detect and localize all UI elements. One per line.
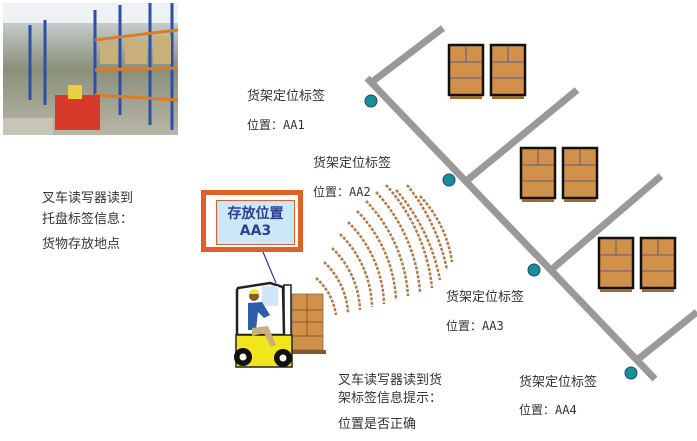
tag-dot-aa4	[624, 366, 638, 380]
tag-aa1-title: 货架定位标签	[247, 89, 326, 104]
tag-aa2-title: 货架定位标签	[313, 156, 392, 171]
warehouse-photo	[3, 3, 179, 135]
rfid-waves	[315, 184, 454, 316]
rack-structure	[364, 25, 697, 382]
forklift-note-line1: 叉车读写器读到	[42, 191, 134, 206]
reader-note-line1: 叉车读写器读到货	[338, 373, 443, 388]
tag-aa2-position: 位置：AA2	[313, 185, 371, 199]
tag-dot-aa2	[442, 173, 456, 187]
tag-aa3-position: 位置：AA3	[446, 319, 504, 333]
tag-aa3-title: 货架定位标签	[446, 290, 525, 305]
reader-note-line2: 架标签信息提示：	[338, 391, 443, 406]
tag-aa1-position: 位置：AA1	[247, 118, 305, 132]
reader-note-line3: 位置是否正确	[338, 417, 417, 432]
callout-content: 存放位置 AA3	[216, 200, 295, 245]
tag-aa4-position: 位置：AA4	[519, 403, 577, 417]
tag-aa4-title: 货架定位标签	[519, 375, 598, 390]
forklift-note-line3: 货物存放地点	[42, 237, 121, 252]
callout-label: 存放位置	[227, 206, 284, 222]
forklift-note-line2: 托盘标签信息：	[42, 212, 134, 227]
shelf-tags	[364, 94, 638, 380]
storage-location-callout: 存放位置 AA3	[201, 190, 303, 252]
tag-dot-aa3	[527, 263, 541, 277]
tag-dot-aa1	[364, 94, 378, 108]
callout-location: AA3	[239, 223, 272, 239]
forklift	[234, 281, 326, 368]
